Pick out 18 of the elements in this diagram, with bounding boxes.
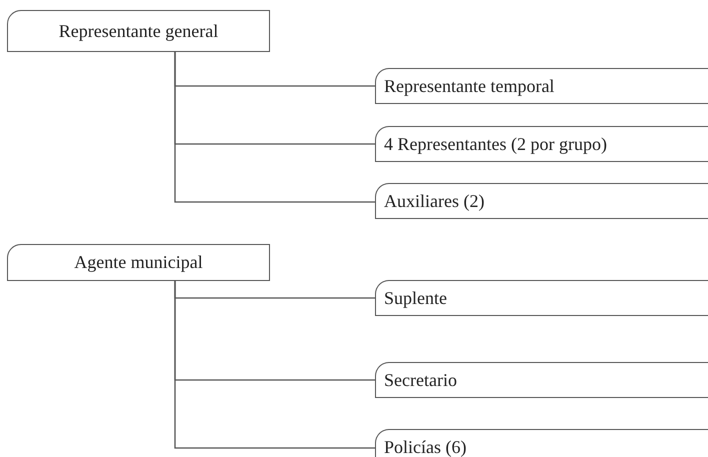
- position-box: [7, 10, 270, 52]
- subordinate-box: [375, 68, 708, 104]
- connector-line: [174, 281, 375, 449]
- node-label: Agente municipal: [74, 252, 203, 273]
- subordinate-box: [375, 429, 708, 457]
- node-label: Auxiliares (2): [384, 190, 484, 212]
- position-box: [7, 244, 270, 281]
- node-label: Representante temporal: [384, 76, 554, 96]
- subordinate-box: [375, 280, 708, 316]
- node-label: Policías (6): [384, 436, 466, 457]
- subordinate-box: [375, 126, 708, 162]
- node-label: Representante general: [58, 20, 218, 42]
- subordinate-box: [375, 183, 708, 219]
- node-label: Suplente: [384, 288, 447, 308]
- node-label: Secretario: [384, 370, 457, 390]
- subordinate-box: [375, 362, 708, 398]
- node-label: 4 Representantes (2 por grupo): [384, 134, 607, 154]
- connector-line: [174, 52, 375, 203]
